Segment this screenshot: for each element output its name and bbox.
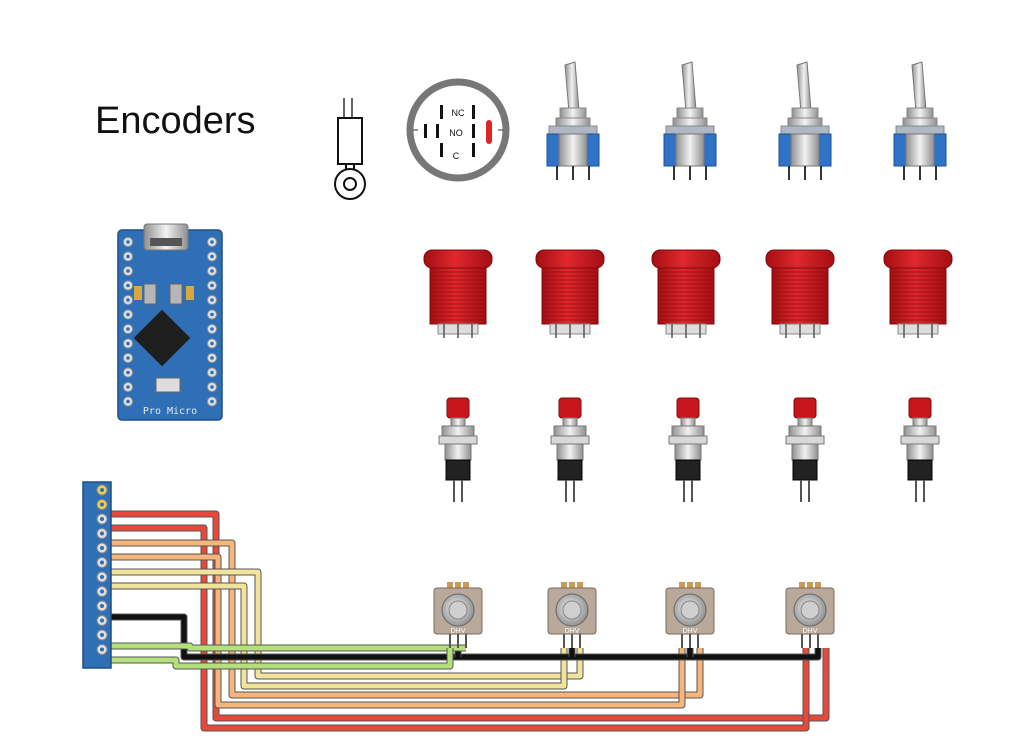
- connector-strip: [82, 481, 112, 669]
- wire-yellow: [102, 569, 583, 679]
- rotary-encoder: DHV: [785, 582, 835, 648]
- push-button: [900, 397, 940, 502]
- toggle-switch: [778, 61, 832, 180]
- rotary-encoder: DHV: [665, 582, 715, 648]
- arcade-button: [883, 249, 953, 338]
- toggle-switch: [546, 61, 600, 180]
- wire-orange-outline: [102, 539, 704, 699]
- push-button: [550, 397, 590, 502]
- rotary-encoder: DHV: [433, 582, 483, 648]
- encoder-label: DHV: [683, 628, 698, 635]
- wire-black: [102, 614, 821, 660]
- wire-yellow-outline: [102, 582, 568, 690]
- arcade-button: [651, 249, 721, 338]
- push-button: [438, 397, 478, 502]
- encoder-label: DHV: [803, 628, 818, 635]
- wire-red: [102, 525, 809, 731]
- board-name: Pro Micro: [143, 406, 197, 417]
- wire-red: [102, 511, 829, 721]
- arcade-button: [535, 249, 605, 338]
- push-buttons: [438, 397, 940, 502]
- toggle-switch: [893, 61, 947, 180]
- diagram-title: Encoders: [95, 100, 256, 142]
- encoder-label: DHV: [565, 628, 580, 635]
- ring-terminal: [334, 98, 366, 200]
- rotary-encoder: DHV: [547, 582, 597, 648]
- arcade-button: [423, 249, 493, 338]
- no-label: NO: [449, 128, 463, 138]
- arcade-button: [765, 249, 835, 338]
- wire-green: [102, 643, 466, 651]
- toggle-switches: [546, 61, 947, 180]
- wires: [102, 510, 830, 732]
- wire-yellow: [102, 583, 567, 689]
- push-button: [785, 397, 825, 502]
- wire-orange: [102, 540, 703, 698]
- toggle-switch: [663, 61, 717, 180]
- arcade-buttons: [423, 249, 953, 338]
- pro-micro-board: Pro Micro: [117, 223, 223, 421]
- wire-green: [102, 648, 453, 669]
- nc-label: NC: [452, 108, 465, 118]
- push-button: [668, 397, 708, 502]
- rotary-encoders: DHV DHV DHV DHV: [433, 582, 835, 648]
- encoder-label: DHV: [451, 628, 466, 635]
- wire-orange: [102, 554, 685, 708]
- round-switch: NC NO C: [406, 78, 510, 182]
- c-label: C: [453, 151, 460, 161]
